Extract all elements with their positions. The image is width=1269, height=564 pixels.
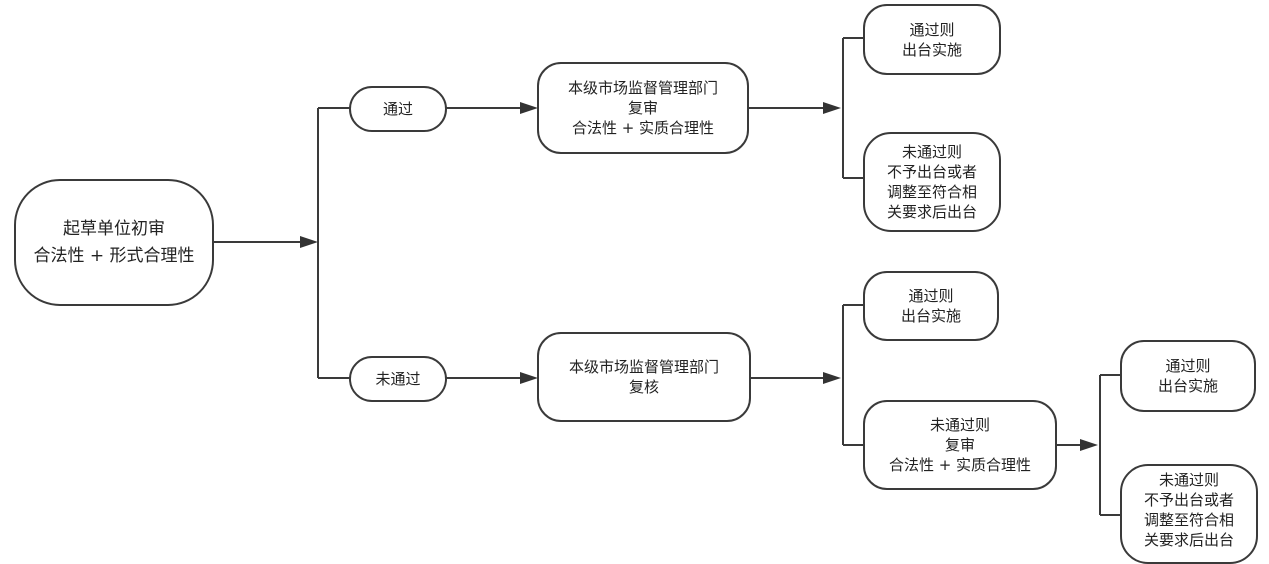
node-line: 起草单位初审 <box>63 218 165 239</box>
node-line: 本级市场监督管理部门 <box>568 358 719 376</box>
connector-bfail-to-branch <box>1056 439 1098 451</box>
connector-initial-to-branch <box>212 236 318 248</box>
node-line: 合法性 + 实质合理性 <box>571 119 715 137</box>
node-a-fail-adjust: 未通过则 不予出台或者 调整至符合相 关要求后出台 <box>863 132 1001 232</box>
node-line: 复审 <box>944 436 975 454</box>
connector-fail-to-recheck <box>446 372 538 384</box>
node-line: 本级市场监督管理部门 <box>567 79 718 97</box>
node-line: 出台实施 <box>901 40 962 59</box>
node-line: 调整至符合相 <box>1143 511 1234 529</box>
node-line: 通过则 <box>1165 357 1211 375</box>
node-c-fail-adjust: 未通过则 不予出台或者 调整至符合相 关要求后出台 <box>1120 464 1258 564</box>
node-line: 通过 <box>382 100 413 118</box>
node-fail: 未通过 <box>349 356 447 402</box>
node-line: 关要求后出台 <box>1143 531 1234 549</box>
node-line: 复审 <box>627 99 658 117</box>
node-line: 合法性 + 实质合理性 <box>888 456 1032 474</box>
node-line: 调整至符合相 <box>886 183 977 201</box>
node-market-supervision-re-review: 本级市场监督管理部门 复审 合法性 + 实质合理性 <box>537 62 749 154</box>
node-line: 关要求后出台 <box>886 203 977 221</box>
node-line: 不予出台或者 <box>886 163 977 181</box>
node-line: 复核 <box>628 378 659 396</box>
node-line: 不予出台或者 <box>1143 491 1234 509</box>
node-line: 通过则 <box>908 287 954 305</box>
node-line: 通过则 <box>909 20 955 39</box>
node-line: 未通过 <box>375 370 421 388</box>
node-line: 合法性 + 形式合理性 <box>33 245 195 266</box>
node-line: 未通过则 <box>1158 471 1219 489</box>
node-line: 未通过则 <box>901 143 962 161</box>
node-c-pass-implement: 通过则 出台实施 <box>1120 340 1256 412</box>
node-line: 出台实施 <box>1157 377 1218 395</box>
node-line: 出台实施 <box>900 307 961 325</box>
node-pass: 通过 <box>349 86 447 132</box>
connector-pass-to-rereview <box>446 102 538 114</box>
connector-recheck-to-branch <box>750 372 841 384</box>
node-b-pass-implement: 通过则 出台实施 <box>863 271 999 341</box>
node-line: 未通过则 <box>929 416 990 434</box>
node-initial-review: 起草单位初审 合法性 + 形式合理性 <box>14 179 214 306</box>
node-b-fail-re-review: 未通过则 复审 合法性 + 实质合理性 <box>863 400 1057 490</box>
connector-rereview-to-branch <box>748 102 841 114</box>
node-market-supervision-re-check: 本级市场监督管理部门 复核 <box>537 332 751 422</box>
node-a-pass-implement: 通过则 出台实施 <box>863 4 1001 75</box>
